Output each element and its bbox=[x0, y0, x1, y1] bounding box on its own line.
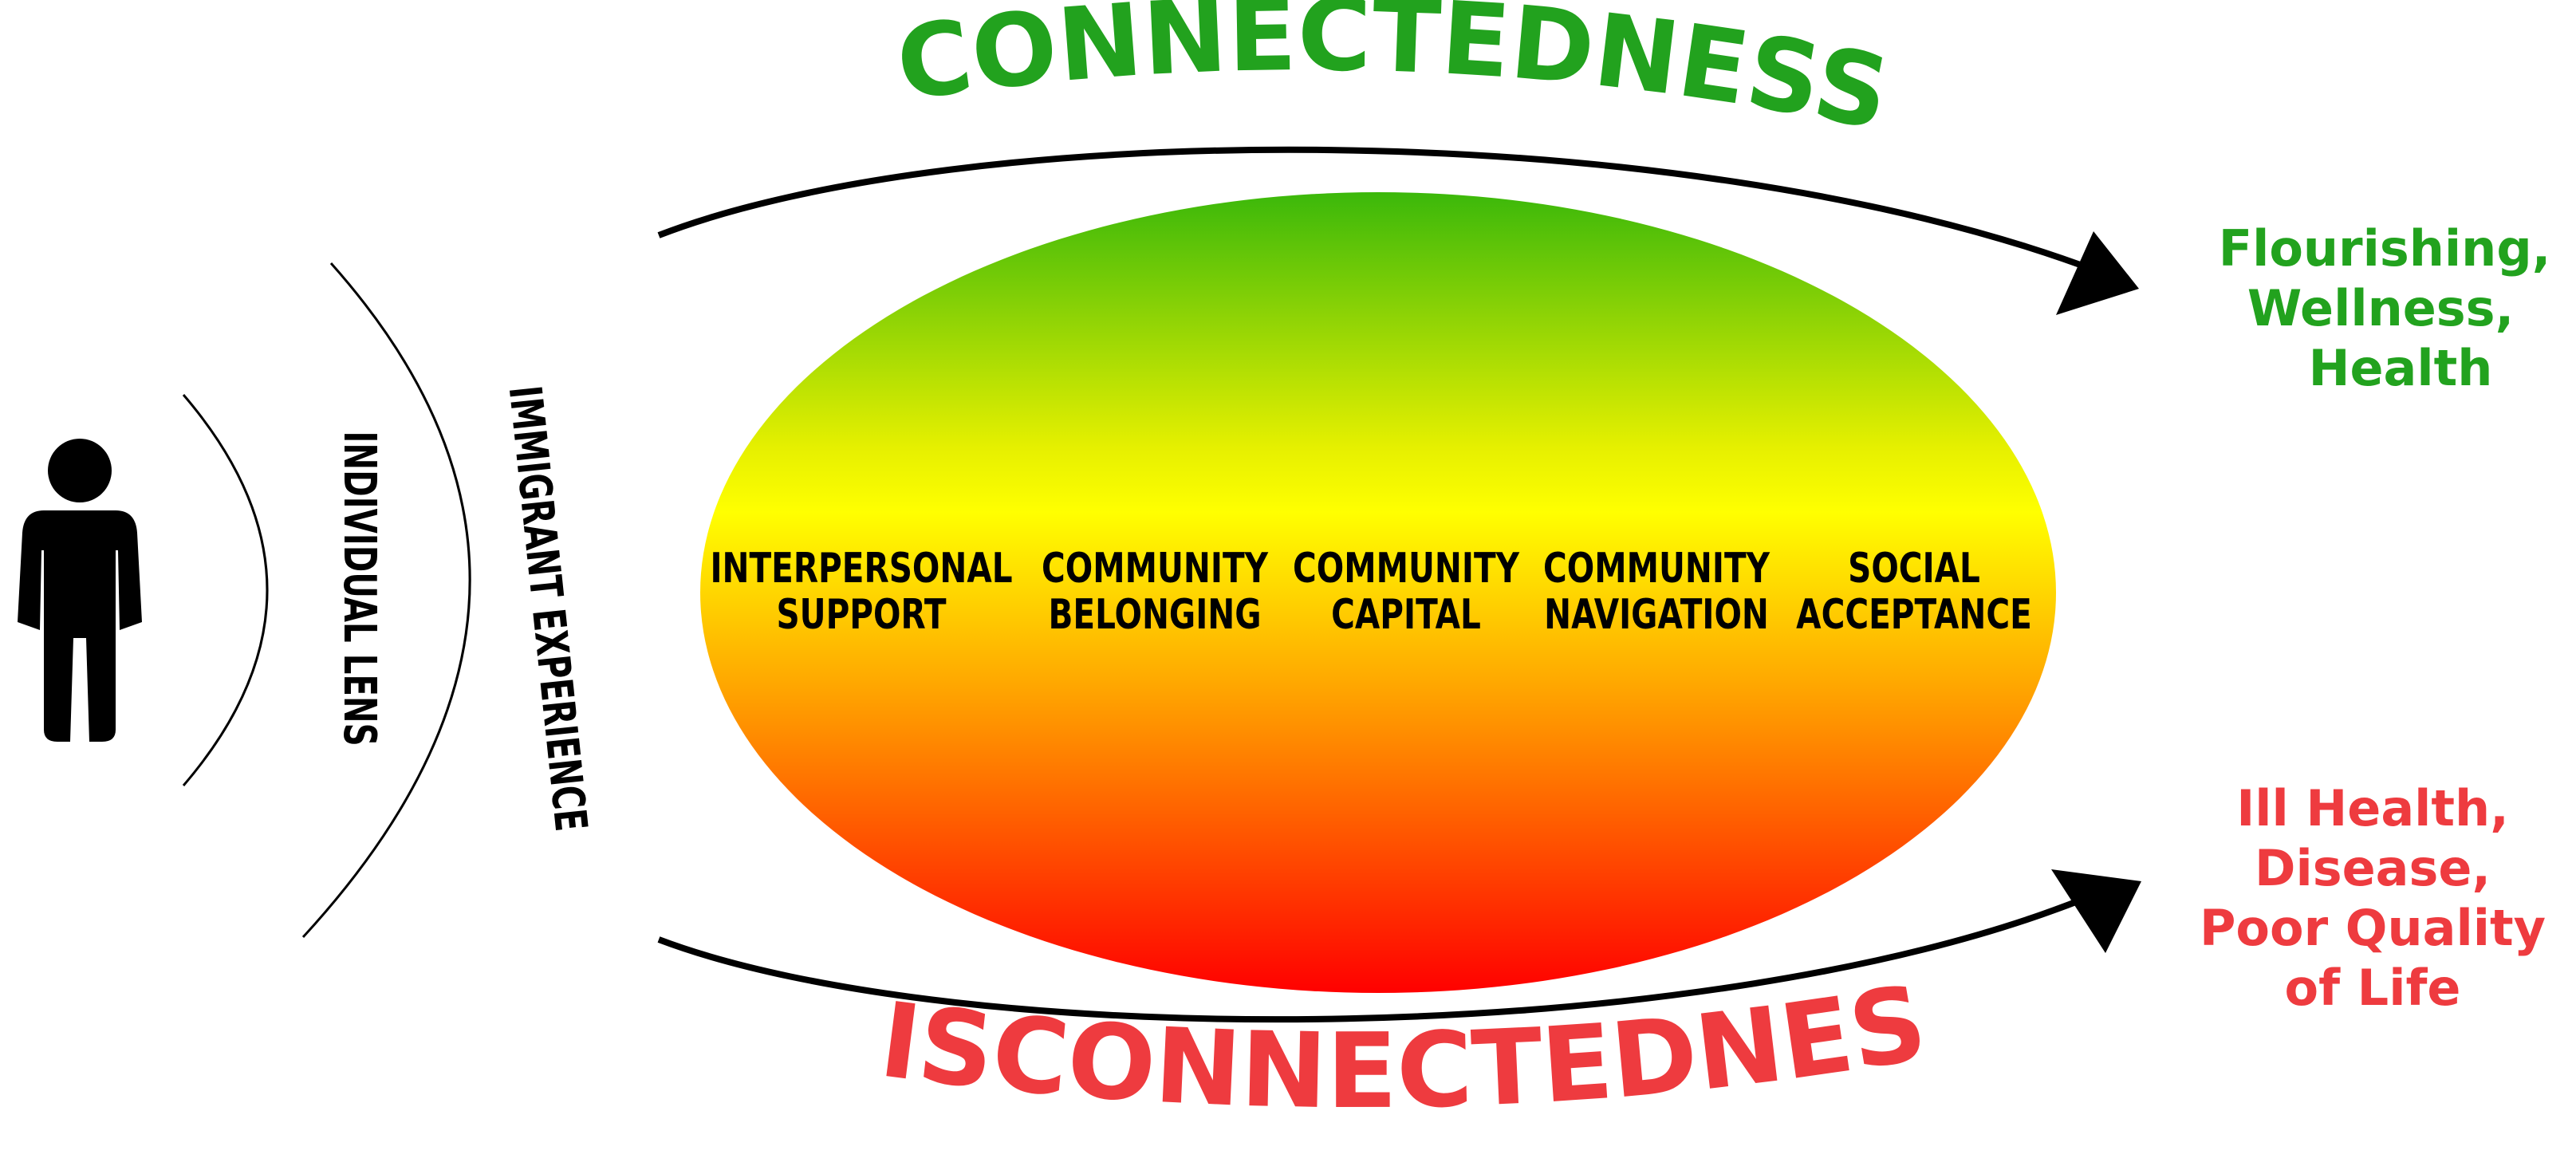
factor-line: ACCEPTANCE bbox=[1796, 590, 2032, 638]
person-icon bbox=[18, 439, 142, 742]
factor-line: SUPPORT bbox=[776, 590, 946, 638]
negative-outcome: Ill Health, Disease, Poor Quality of Lif… bbox=[2200, 779, 2546, 1017]
immigrant-experience-label: IMMIGRANT EXPERIENCE bbox=[498, 384, 597, 834]
positive-outcome: Flourishing, Wellness, Health bbox=[2219, 219, 2551, 397]
factor-line: CAPITAL bbox=[1331, 590, 1481, 638]
connectedness-spectrum-ellipse bbox=[700, 192, 2056, 993]
factor-line: SOCIAL bbox=[1848, 544, 1980, 592]
factor-social-acceptance: SOCIAL ACCEPTANCE bbox=[1796, 544, 2032, 638]
factor-line: COMMUNITY bbox=[1543, 544, 1771, 592]
disconnectedness-arrowhead bbox=[2051, 869, 2141, 953]
factor-interpersonal-support: INTERPERSONAL SUPPORT bbox=[710, 544, 1012, 638]
factor-line: NAVIGATION bbox=[1544, 590, 1769, 638]
immigrant-experience-arc bbox=[301, 262, 471, 939]
negative-outcome-line: of Life bbox=[2285, 959, 2461, 1017]
positive-outcome-line: Health bbox=[2309, 339, 2493, 397]
factor-line: COMMUNITY bbox=[1293, 544, 1520, 592]
individual-lens-label: INDIVIDUAL LENS bbox=[333, 431, 385, 746]
positive-outcome-line: Wellness, bbox=[2247, 279, 2514, 337]
individual-lens-arc bbox=[182, 394, 269, 786]
negative-outcome-line: Ill Health, bbox=[2236, 779, 2509, 837]
factor-community-belonging: COMMUNITY BELONGING bbox=[1042, 544, 1269, 638]
factor-line: BELONGING bbox=[1048, 590, 1261, 638]
disconnectedness-arrow bbox=[657, 890, 2099, 1023]
negative-outcome-line: Disease, bbox=[2255, 839, 2491, 897]
factor-list: INTERPERSONAL SUPPORT COMMUNITY BELONGIN… bbox=[710, 544, 2031, 638]
connectedness-arrowhead bbox=[2056, 231, 2139, 315]
connectedness-arrow bbox=[657, 146, 2099, 274]
connectedness-title: CONNECTEDNESS bbox=[890, 0, 1899, 153]
factor-line: INTERPERSONAL bbox=[710, 544, 1012, 592]
factor-community-navigation: COMMUNITY NAVIGATION bbox=[1543, 544, 1771, 638]
factor-community-capital: COMMUNITY CAPITAL bbox=[1293, 544, 1520, 638]
positive-outcome-line: Flourishing, bbox=[2219, 219, 2551, 278]
factor-line: COMMUNITY bbox=[1042, 544, 1269, 592]
negative-outcome-line: Poor Quality bbox=[2200, 899, 2546, 957]
